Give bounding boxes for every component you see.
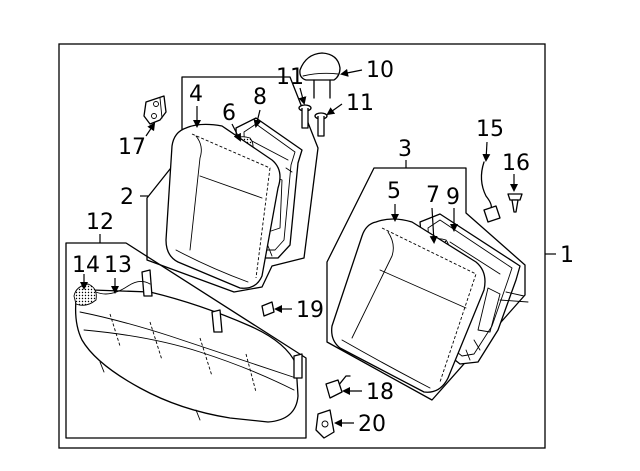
callout-20: 20 [358,412,386,437]
callout-5: 5 [387,179,401,204]
leader-17 [145,122,156,137]
callout-17: 17 [118,135,146,160]
seat-cushion [74,269,303,423]
callout-4: 4 [189,82,203,107]
leader-11a [298,87,307,105]
outer-frame [58,43,546,449]
headrest-guide-right [314,112,328,137]
callout-18: 18 [366,380,394,405]
callout-11b: 11 [346,91,374,116]
leader-8 [253,109,262,128]
leader-15 [482,141,491,162]
callout-3: 3 [398,137,412,162]
headrest-guide-left [298,104,312,129]
callout-8: 8 [253,85,267,110]
callout-13: 13 [104,253,132,278]
callout-15: 15 [476,117,504,142]
hinge-bracket [143,95,167,125]
cushion-pad [73,283,97,306]
leader-11b [326,103,343,116]
seatback-left-group-outline [146,76,319,293]
callout-19: 19 [296,298,324,323]
seatback-left-cover [165,123,281,289]
cover-clip [261,301,275,317]
callout-14: 14 [72,253,100,278]
callout-11a: 11 [276,65,304,90]
retaining-clip [507,193,523,213]
latch-bracket [315,409,335,439]
headrest [299,52,341,99]
wire-harness [480,161,501,223]
callout-7: 7 [426,183,440,208]
callout-2: 2 [120,185,134,210]
seat-cushion-group-outline [65,242,307,439]
seat-latch [325,375,351,399]
seatback-right-cover [331,218,486,393]
callout-9: 9 [446,185,460,210]
leader-6 [231,123,241,142]
callout-1: 1 [560,243,574,268]
callout-12: 12 [86,210,114,235]
callout-6: 6 [222,101,236,126]
cushion-wire [95,281,151,295]
seatback-right-group-outline [326,167,526,401]
callout-16: 16 [502,151,530,176]
leader-10 [340,68,363,77]
callout-10: 10 [366,58,394,83]
leader-7 [429,207,438,244]
